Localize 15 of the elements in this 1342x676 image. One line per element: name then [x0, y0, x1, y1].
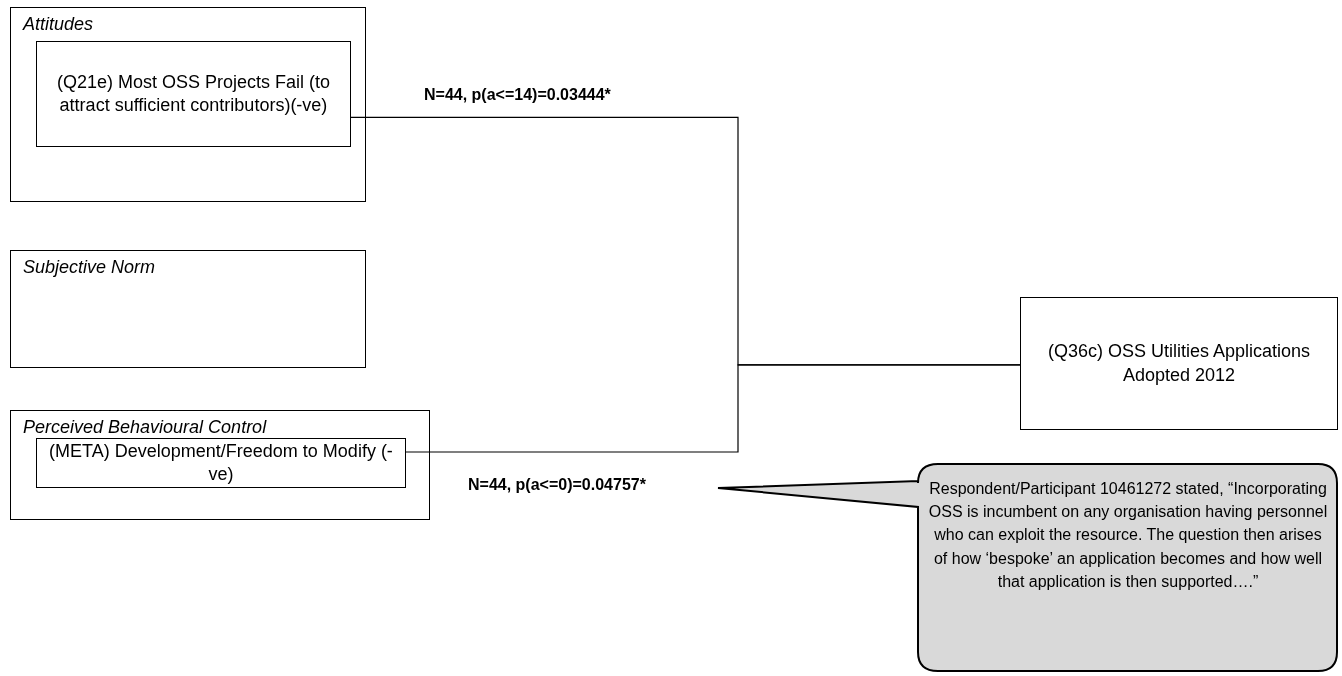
connector-line — [404, 364, 1021, 453]
group-heading: Subjective Norm — [23, 257, 156, 278]
group-box — [10, 410, 430, 520]
group-box — [1020, 297, 1338, 430]
factor-box — [36, 41, 351, 147]
group-box — [10, 250, 366, 368]
quote-text: Respondent/Participant 10461272 stated, “Incorporating OSS is incumbent on any organisation having personnel who can exploit the resource. The question then arises of how ‘bespoke’ an application becomes and how well that application is then supported….” — [927, 479, 1329, 592]
box-text: (META) Development/Freedom to Modify (-ve) — [48, 439, 394, 486]
box-text: (Q36c) OSS Utilities Applications Adopted 2012 — [1046, 340, 1312, 387]
edge-label: N=44, p(a<=14)=0.03444* — [422, 86, 613, 104]
group-box — [10, 7, 366, 202]
box-text: (Q21e) Most OSS Projects Fail (to attract sufficient contributors)(-ve) — [55, 70, 332, 117]
edge-label: N=44, p(a<=0)=0.04757* — [466, 476, 648, 494]
group-heading: Perceived Behavioural Control — [23, 417, 267, 438]
group-heading: Attitudes — [23, 14, 94, 35]
